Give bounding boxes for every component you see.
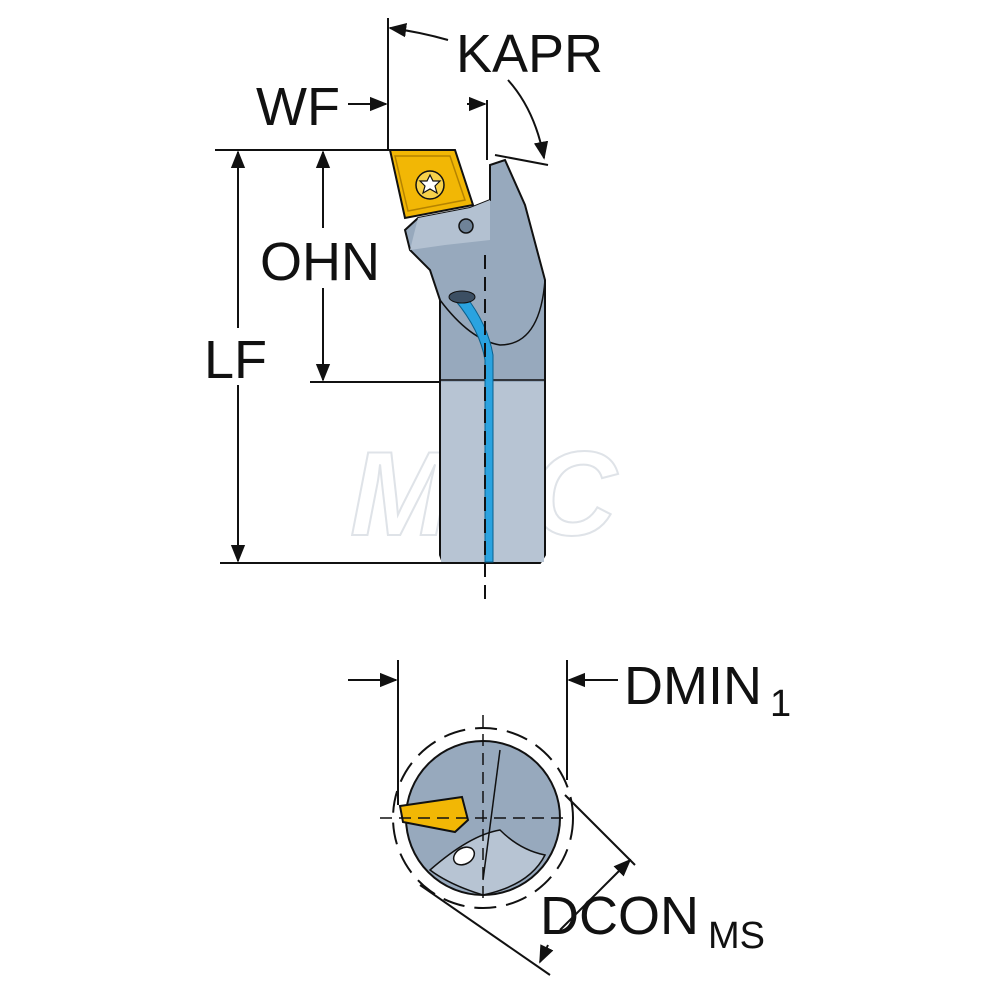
label-dmin: DMIN — [624, 656, 762, 716]
label-dcon-sub: MS — [708, 915, 765, 957]
label-kapr: KAPR — [456, 24, 603, 84]
side-view — [388, 149, 546, 600]
coolant-outlet — [448, 290, 476, 304]
dimensions-side — [215, 18, 549, 564]
end-view-flat — [428, 829, 547, 896]
end-view-insert — [398, 795, 470, 834]
torx-screw-icon — [415, 170, 445, 200]
dimensions-end — [348, 660, 636, 976]
label-dmin-sub: 1 — [770, 683, 791, 725]
neck-curve — [439, 279, 546, 346]
label-dcon: DCON — [540, 886, 699, 946]
screw-hole — [458, 218, 474, 234]
end-view-coolant-hole — [452, 846, 476, 866]
end-view — [380, 715, 574, 909]
label-wf: WF — [256, 77, 340, 137]
coolant-channel — [454, 294, 494, 563]
label-ohn: OHN — [260, 232, 380, 292]
head-shading — [410, 200, 490, 250]
label-lf: LF — [204, 330, 267, 390]
